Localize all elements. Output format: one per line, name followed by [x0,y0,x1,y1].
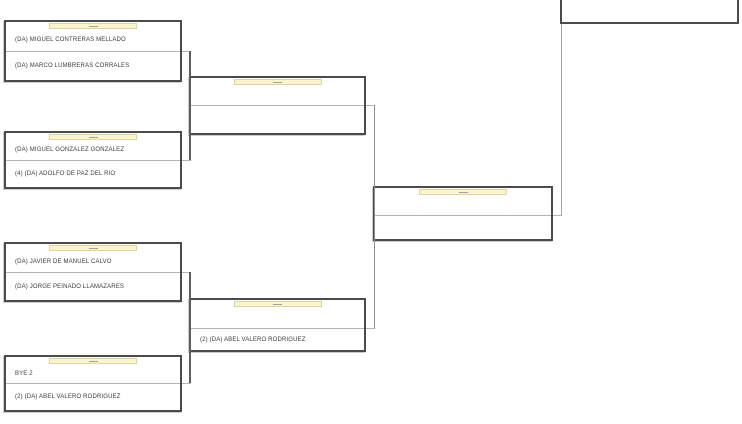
match-score-bar[interactable] [49,23,137,29]
player-name[interactable] [191,85,364,105]
match-slot [375,215,551,239]
match-box-final [560,0,739,24]
connector-line [189,272,191,384]
score-placeholder [273,303,282,305]
match-slot: (4) (DA) ADOLFO DE PAZ DEL RIO [6,160,180,187]
score-placeholder [88,360,98,362]
score-placeholder [88,25,98,27]
connector-line [182,383,191,384]
match-slot [191,300,364,328]
score-placeholder [88,247,98,249]
player-name[interactable]: (DA) MIGUEL GONZALEZ GONZALEZ [15,147,125,153]
match-box-r1-2: (DA) MIGUEL GONZALEZ GONZALEZ (4) (DA) A… [4,131,182,189]
match-slot [375,188,551,215]
connector-line [366,328,375,329]
player-name[interactable]: (2) (DA) ABEL VALERO RODRIGUEZ [15,394,121,400]
player-name[interactable]: (DA) MARCO LUMBRERAS CORRALES [15,63,130,69]
player-name[interactable] [191,115,364,125]
player-name[interactable]: (DA) MIGUEL CONTRERAS MELLADO [15,37,126,43]
player-name[interactable]: (DA) JORGE PEINADO LLAMAZARES [15,283,125,290]
connector-line [182,272,191,273]
match-slot: (DA) MIGUEL CONTRERAS MELLADO [6,22,180,51]
player-name[interactable] [375,195,551,215]
connector-line [553,215,562,216]
match-box-r1-4: BYE 2 (2) (DA) ABEL VALERO RODRIGUEZ [4,355,182,412]
match-slot [191,78,364,105]
match-score-bar[interactable] [49,358,137,364]
match-box-r2-1 [189,76,366,135]
match-slot: BYE 2 [6,357,180,383]
match-box-r2-2: (2) (DA) ABEL VALERO RODRIGUEZ [189,298,366,352]
match-score-bar[interactable] [49,245,137,251]
score-placeholder [458,191,468,193]
match-slot: (DA) JORGE PEINADO LLAMAZARES [6,272,180,300]
connector-line [182,160,191,161]
match-box-semifinal [373,186,553,241]
match-score-bar[interactable] [49,134,137,140]
player-name[interactable]: (4) (DA) ADOLFO DE PAZ DEL RIO [15,171,116,177]
score-placeholder [273,81,282,83]
match-slot: (DA) JAVIER DE MANUEL CALVO [6,244,180,272]
match-score-bar[interactable] [233,301,322,307]
connector-line [189,51,191,161]
match-box-r1-3: (DA) JAVIER DE MANUEL CALVO (DA) JORGE P… [4,242,182,302]
player-name[interactable]: (2) (DA) ABEL VALERO RODRIGUEZ [200,336,306,343]
match-slot: (2) (DA) ABEL VALERO RODRIGUEZ [191,328,364,350]
connector-line [374,105,375,329]
player-name[interactable] [191,307,364,328]
match-score-bar[interactable] [419,189,507,195]
match-score-bar[interactable] [233,79,322,85]
match-slot: (DA) MIGUEL GONZALEZ GONZALEZ [6,133,180,160]
connector-line [182,51,191,52]
connector-line [561,24,562,216]
match-slot [562,0,737,22]
match-slot [191,105,364,133]
player-name[interactable]: (DA) JAVIER DE MANUEL CALVO [15,258,112,265]
match-slot: (DA) MARCO LUMBRERAS CORRALES [6,51,180,80]
match-box-r1-1: (DA) MIGUEL CONTRERAS MELLADO (DA) MARCO… [4,20,182,82]
player-name[interactable] [375,223,551,233]
score-placeholder [88,136,98,138]
connector-line [366,105,375,106]
match-slot: (2) (DA) ABEL VALERO RODRIGUEZ [6,383,180,410]
player-name[interactable]: BYE 2 [15,370,33,377]
